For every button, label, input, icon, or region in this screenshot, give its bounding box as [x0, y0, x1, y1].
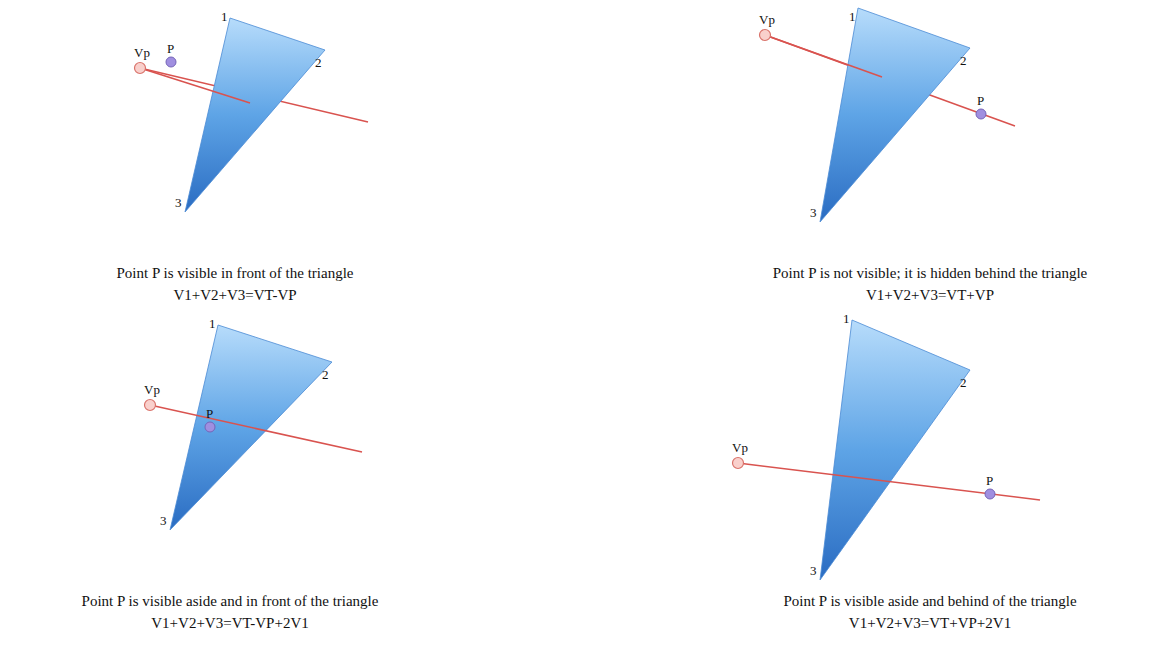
caption: Point P is visible in front of the trian… — [117, 266, 354, 281]
vertex-number: 1 — [209, 317, 216, 330]
triangle — [820, 8, 970, 222]
vertex-number: 2 — [322, 368, 329, 381]
point-label: P — [986, 474, 993, 487]
point-label: Vp — [759, 13, 775, 26]
viewpoint-dot — [135, 63, 146, 74]
viewpoint-dot — [145, 400, 156, 411]
vertex-number: 1 — [843, 312, 850, 325]
vertex-number: 1 — [849, 10, 856, 23]
point-dot — [976, 109, 986, 119]
point-label: Vp — [134, 46, 150, 59]
view-ray — [150, 405, 362, 452]
vertex-number: 1 — [221, 10, 228, 23]
vertex-number: 3 — [810, 206, 817, 219]
point-label: P — [167, 42, 174, 55]
formula: V1+V2+V3=VT+VP+2V1 — [849, 616, 1011, 631]
triangle — [820, 320, 970, 580]
viewpoint-dot — [760, 30, 771, 41]
view-ray — [738, 463, 1040, 500]
point-dot — [166, 57, 176, 67]
point-label: P — [206, 407, 213, 420]
formula: V1+V2+V3=VT-VP+2V1 — [151, 616, 308, 631]
point-dot — [205, 422, 215, 432]
vertex-number: 3 — [160, 514, 167, 527]
viewpoint-dot — [733, 458, 744, 469]
caption: Point P is visible aside and in front of… — [82, 594, 379, 609]
vertex-number: 3 — [175, 196, 182, 209]
vertex-number: 2 — [960, 54, 967, 67]
point-dot — [985, 489, 995, 499]
panel-figure — [760, 8, 1016, 222]
triangle — [185, 18, 325, 212]
caption: Point P is visible aside and behind of t… — [783, 594, 1076, 609]
formula: V1+V2+V3=VT+VP — [866, 288, 994, 303]
view-ray — [140, 68, 250, 103]
vertex-number: 3 — [810, 564, 817, 577]
panel-figure — [733, 320, 1041, 580]
vertex-number: 2 — [960, 376, 967, 389]
point-label: Vp — [732, 441, 748, 454]
point-label: P — [977, 94, 984, 107]
point-label: Vp — [144, 383, 160, 396]
panel-figure — [145, 325, 363, 530]
caption: Point P is not visible; it is hidden beh… — [773, 266, 1087, 281]
panel-figure — [135, 18, 369, 212]
vertex-number: 2 — [315, 56, 322, 69]
view-ray — [765, 35, 882, 77]
formula: V1+V2+V3=VT-VP — [173, 288, 296, 303]
